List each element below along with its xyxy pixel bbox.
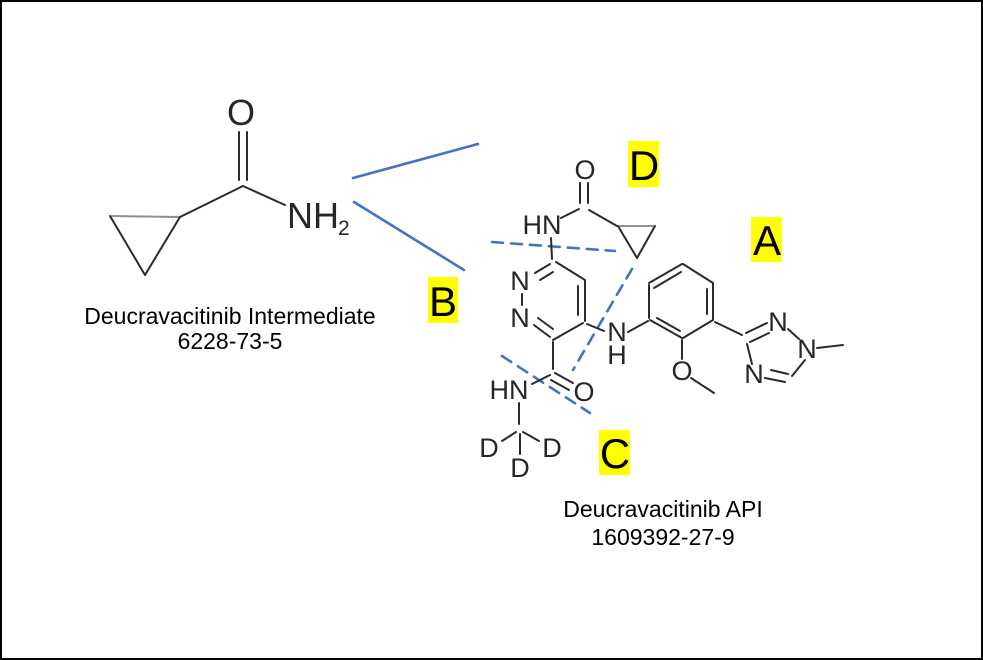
bond <box>690 377 715 394</box>
intermediate-name: Deucravacitinib Intermediate <box>84 303 375 329</box>
api-methoxyphenyl-ring: O <box>648 263 715 394</box>
fragment-b-letter: B <box>429 278 457 325</box>
intermediate-structure: O NH 2 <box>109 92 350 276</box>
api-name: Deucravacitinib API <box>563 496 762 522</box>
bond <box>531 374 551 385</box>
bond-cut-lines <box>490 240 634 415</box>
bond <box>746 343 753 365</box>
bond <box>560 208 580 219</box>
bond <box>648 263 683 284</box>
bond <box>179 185 244 218</box>
fragment-label-b: B <box>428 277 458 325</box>
bond <box>682 263 714 284</box>
atom-label-carbonyl-oxygen: O <box>574 155 595 185</box>
bond <box>537 317 554 330</box>
bond <box>534 263 551 274</box>
bond <box>816 344 844 349</box>
bond <box>714 321 743 336</box>
api-methyltriazole-ring: N N N <box>714 307 844 389</box>
bond <box>649 319 683 339</box>
bond <box>770 369 789 375</box>
fragment-d-highlight <box>628 141 659 187</box>
api-pyridazine-ring: N N <box>510 261 586 341</box>
atom-label-amine-nh: NH <box>287 195 339 236</box>
bond <box>552 322 584 341</box>
bond <box>682 319 714 339</box>
bond-cut-arylamine-a <box>571 267 634 372</box>
fragment-connector-lines <box>351 142 480 272</box>
atom-label-methoxy-oxygen: O <box>671 356 692 386</box>
atom-label-amide-hn: HN <box>523 210 562 240</box>
bond <box>242 185 286 206</box>
atom-label-triazole-n4: N <box>744 359 764 389</box>
bond <box>787 328 800 340</box>
bond <box>111 215 179 218</box>
atom-label-oxygen: O <box>227 92 255 133</box>
connector-line-upper <box>351 142 480 180</box>
fragment-a-letter: A <box>753 217 781 264</box>
intermediate-cas-number: 6228-73-5 <box>178 328 283 354</box>
atom-label-ring-nitrogen-2: N <box>510 303 530 333</box>
bond <box>791 359 806 377</box>
bond <box>550 379 570 391</box>
atom-label-triazole-n1: N <box>797 334 817 364</box>
fragment-d-letter: D <box>629 142 659 189</box>
fragment-label-d: D <box>628 141 659 189</box>
atom-label-anilino-hydrogen: H <box>607 340 627 370</box>
atom-label-lower-carbonyl-oxygen: O <box>573 377 594 407</box>
fragment-label-c: C <box>599 430 630 477</box>
atom-label-lower-amide-hn: HN <box>490 375 529 405</box>
api-cyclopropanecarboxamide-group: HN O <box>523 155 656 260</box>
bond <box>764 377 786 383</box>
bond <box>636 225 656 259</box>
atom-label-deuterium-right: D <box>542 433 562 463</box>
fragment-label-a: A <box>751 217 782 264</box>
bond <box>656 317 681 332</box>
atom-label-anilino-nitrogen: N <box>607 317 627 347</box>
fragment-c-highlight <box>599 430 630 475</box>
bond-cut-carboxamide-c <box>500 354 592 415</box>
bond <box>653 271 682 289</box>
bond <box>627 320 649 333</box>
bond <box>586 323 605 332</box>
bond <box>501 431 517 442</box>
bond <box>144 216 181 276</box>
api-cd3-carboxamide-group: HN O D D D <box>479 341 595 483</box>
api-structure: HN O N N N H <box>479 155 844 483</box>
bond <box>588 209 618 227</box>
api-anilino-bridge: N H <box>586 317 649 370</box>
bond <box>533 324 551 338</box>
bond <box>749 332 770 343</box>
bond-cut-amide-b <box>490 240 617 253</box>
bond <box>745 322 768 334</box>
bond <box>554 372 574 384</box>
bond <box>555 261 586 281</box>
fragment-a-highlight <box>751 217 782 262</box>
fragment-b-highlight <box>428 277 458 323</box>
bond <box>617 225 638 259</box>
atom-label-ring-nitrogen-1: N <box>510 266 530 296</box>
atom-label-deuterium-left: D <box>479 433 499 463</box>
atom-label-triazole-n2: N <box>768 307 788 337</box>
atom-label-deuterium-bottom: D <box>510 453 530 483</box>
fragment-c-letter: C <box>600 430 630 477</box>
bond <box>522 431 540 442</box>
atom-label-amine-subscript: 2 <box>338 217 350 240</box>
connector-line-lower <box>352 200 466 272</box>
bond <box>550 237 553 260</box>
bond <box>539 271 554 281</box>
api-cas-number: 1609392-27-9 <box>591 524 734 550</box>
bond <box>109 215 146 276</box>
